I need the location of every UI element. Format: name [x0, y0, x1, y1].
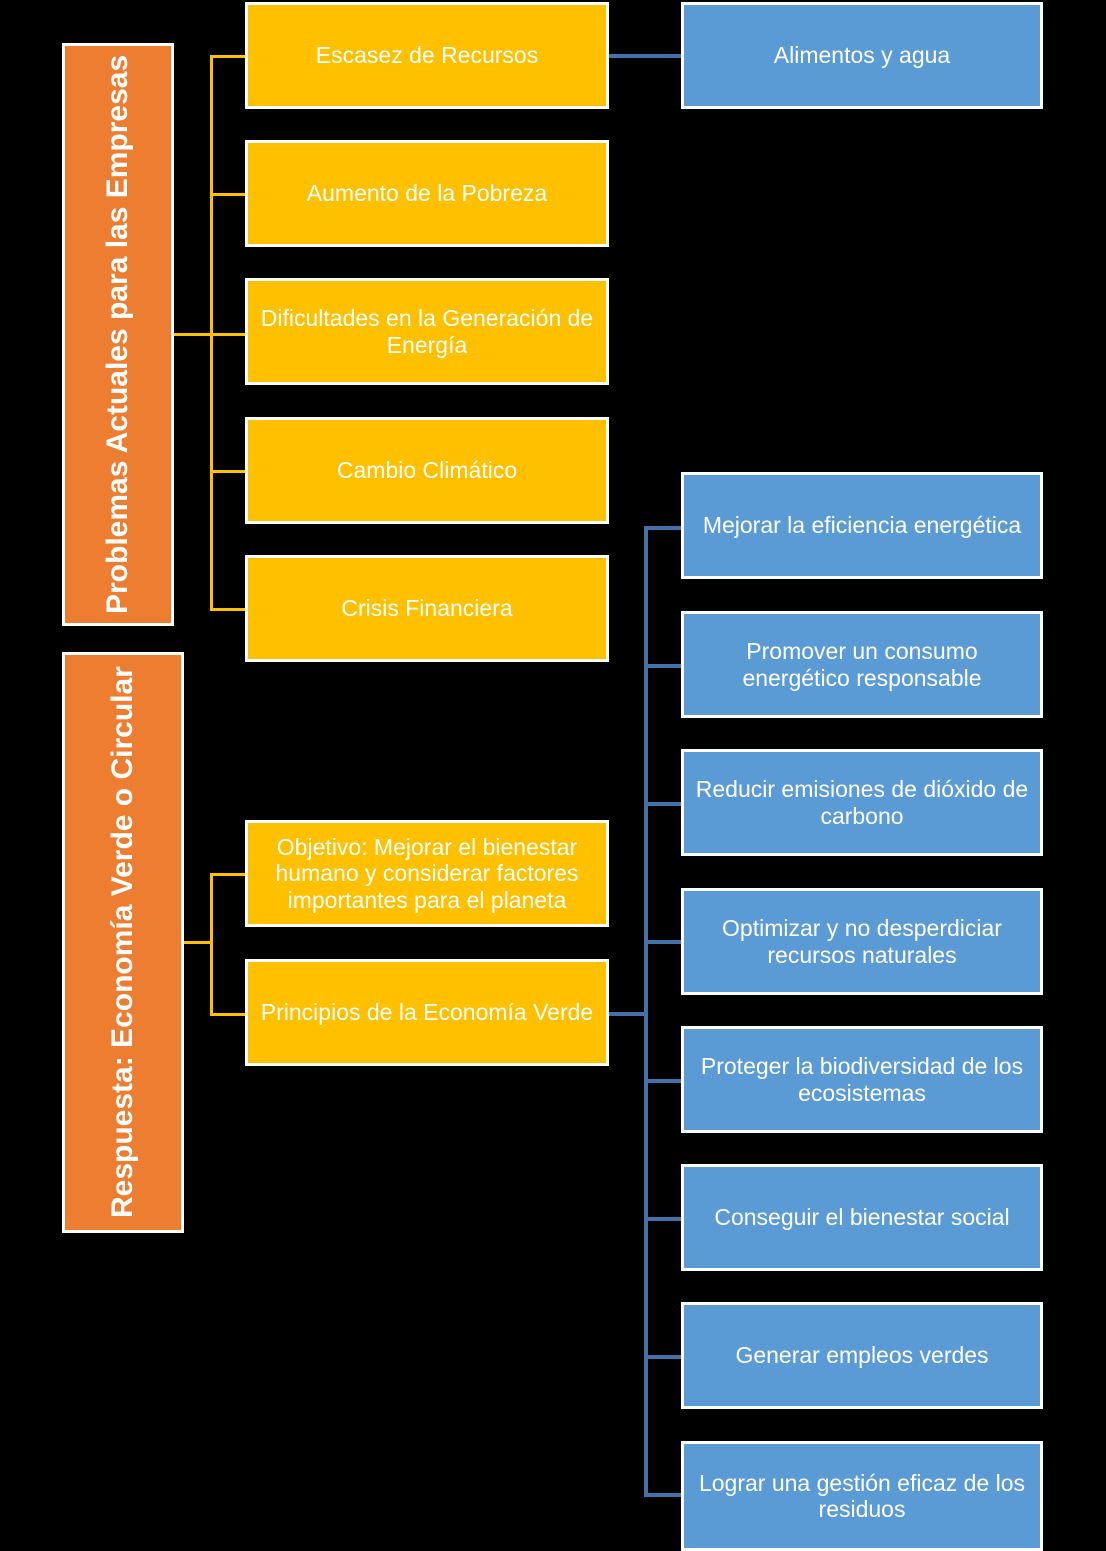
connector-branch-p7: [644, 1355, 684, 1359]
node-gestion-eficaz-residuos[interactable]: Lograr una gestión eficaz de los residuo…: [681, 1441, 1043, 1551]
node-crisis-financiera[interactable]: Crisis Financiera: [245, 555, 609, 662]
connector-root-respuesta-stub: [173, 941, 213, 944]
node-alimentos-y-agua[interactable]: Alimentos y agua: [681, 2, 1043, 109]
node-generar-empleos-verdes[interactable]: Generar empleos verdes: [681, 1302, 1043, 1409]
connector-branch-p3: [644, 802, 684, 806]
connector-branch-p4: [644, 940, 684, 944]
connector-branch-p8: [644, 1493, 684, 1497]
node-objetivo-bienestar[interactable]: Objetivo: Mejorar el bienestar humano y …: [245, 820, 609, 927]
connector-principios-stub: [608, 1012, 648, 1016]
node-dificultades-generacion-energia[interactable]: Dificultades en la Generación de Energía: [245, 278, 609, 385]
connector-branch-objetivo: [210, 873, 248, 876]
root-node-respuesta[interactable]: Respuesta: Economía Verde o Circular: [62, 652, 184, 1233]
connector-branch-principios: [210, 1013, 248, 1016]
node-aumento-de-la-pobreza[interactable]: Aumento de la Pobreza: [245, 140, 609, 247]
connector-branch-p1: [644, 526, 684, 530]
node-optimizar-recursos-naturales[interactable]: Optimizar y no desperdiciar recursos nat…: [681, 888, 1043, 995]
connector-branch-escasez: [210, 55, 248, 58]
node-reducir-emisiones-co2[interactable]: Reducir emisiones de dióxido de carbono: [681, 749, 1043, 856]
root-node-problemas[interactable]: Problemas Actuales para las Empresas: [62, 43, 174, 626]
connector-principios-trunk: [644, 526, 648, 1494]
connector-branch-crisis: [210, 608, 248, 611]
connector-branch-clima: [210, 470, 248, 473]
node-proteger-biodiversidad[interactable]: Proteger la biodiversidad de los ecosist…: [681, 1026, 1043, 1133]
connector-branch-p6: [644, 1217, 684, 1221]
connector-respuesta-trunk: [210, 873, 213, 1016]
node-cambio-climatico[interactable]: Cambio Climático: [245, 417, 609, 524]
connector-branch-p5: [644, 1079, 684, 1083]
node-consumo-energetico-responsable[interactable]: Promover un consumo energético responsab…: [681, 611, 1043, 718]
node-escasez-de-recursos[interactable]: Escasez de Recursos: [245, 2, 609, 109]
node-mejorar-eficiencia-energetica[interactable]: Mejorar la eficiencia energética: [681, 472, 1043, 579]
connector-escasez-alimentos: [608, 54, 684, 58]
connector-branch-pobreza: [210, 193, 248, 196]
node-principios-economia-verde[interactable]: Principios de la Economía Verde: [245, 959, 609, 1066]
node-bienestar-social[interactable]: Conseguir el bienestar social: [681, 1164, 1043, 1271]
connector-branch-p2: [644, 664, 684, 668]
connector-root-problemas-stub: [173, 333, 213, 336]
connector-branch-energia: [210, 333, 248, 336]
